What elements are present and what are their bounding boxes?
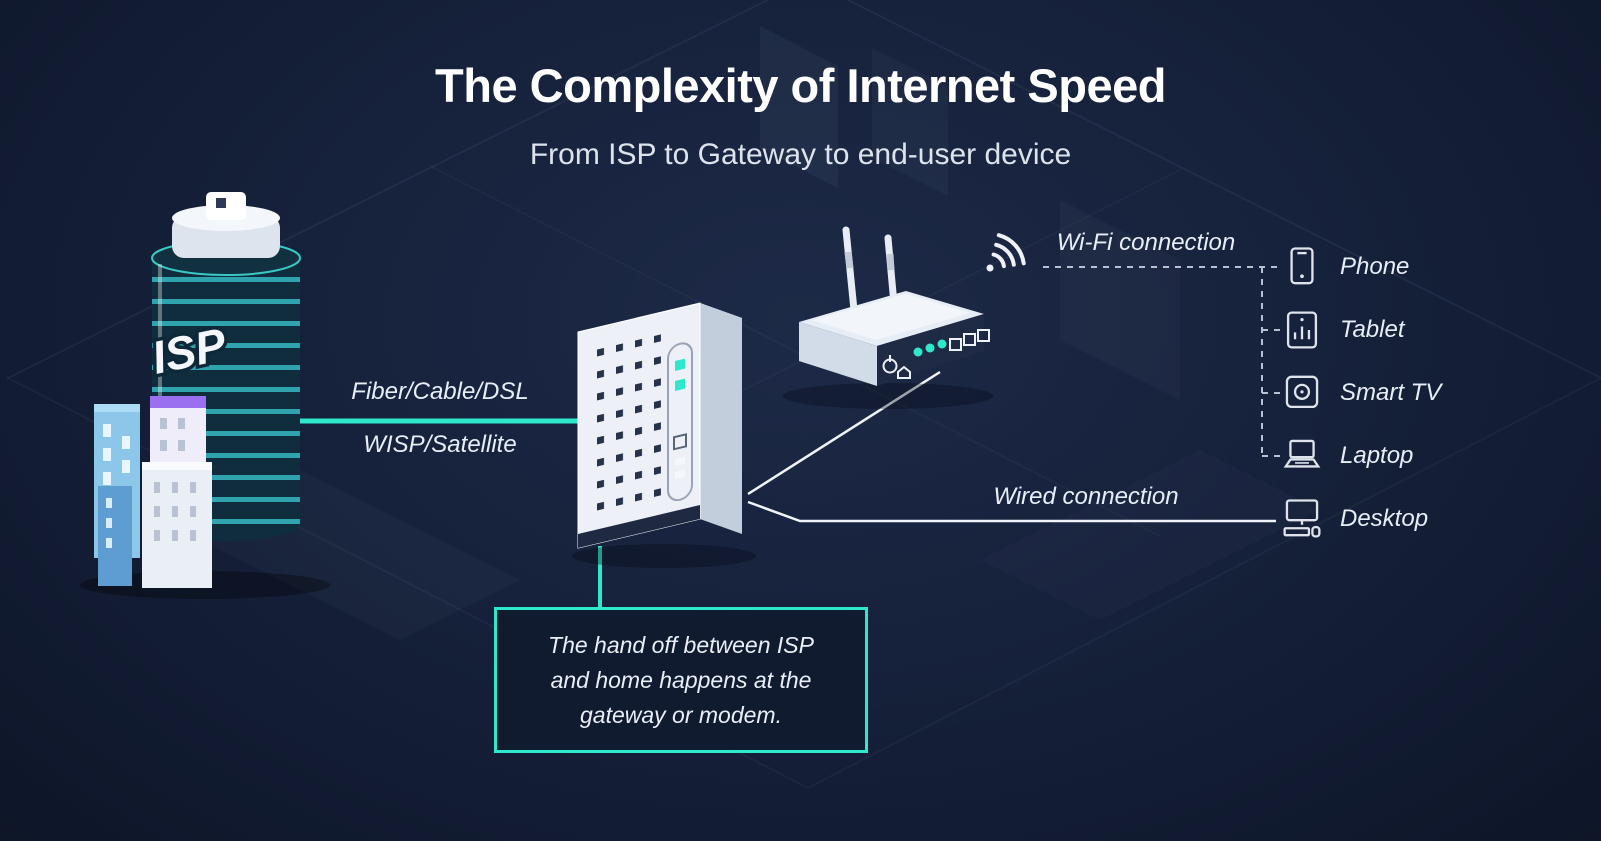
device-row-smart-tv: Smart TV — [1280, 361, 1441, 424]
wired-connection-label: Wired connection — [993, 483, 1179, 510]
smart-tv-icon — [1285, 375, 1319, 408]
phone-icon — [1290, 246, 1314, 284]
modem — [572, 302, 756, 568]
device-row-laptop: Laptop — [1280, 424, 1413, 487]
wifi-dashed-line — [1043, 266, 1280, 457]
wifi-connection-label: Wi-Fi connection — [1056, 229, 1236, 256]
wifi-router — [783, 226, 1026, 409]
callout-line-1: The hand off between ISP — [548, 631, 814, 658]
wifi-signal-icon — [986, 233, 1026, 272]
router-modem-cable — [747, 370, 941, 496]
device-label: Tablet — [1340, 315, 1405, 343]
isp-building: ISP — [80, 192, 330, 599]
callout-line-3: gateway or modem. — [580, 701, 782, 728]
device-row-tablet: Tablet — [1280, 298, 1405, 361]
gateway-callout: The hand off between ISP and home happen… — [494, 607, 868, 753]
router-front-details — [882, 329, 990, 379]
device-label: Phone — [1340, 252, 1410, 280]
page-subtitle: From ISP to Gateway to end-user device — [529, 138, 1072, 171]
device-row-phone: Phone — [1280, 235, 1409, 298]
callout-line-2: and home happens at the — [550, 666, 812, 693]
tablet-icon — [1286, 310, 1318, 349]
laptop-icon — [1283, 439, 1321, 468]
device-label: Desktop — [1340, 504, 1429, 532]
fiber-link-label: Fiber/Cable/DSL — [351, 378, 529, 405]
device-row-desktop: Desktop — [1280, 487, 1428, 550]
page-title: The Complexity of Internet Speed — [435, 59, 1166, 112]
device-label: Smart TV — [1340, 378, 1442, 406]
city-buildings — [94, 396, 212, 588]
desktop-icon — [1283, 498, 1321, 538]
isp-label: ISP — [147, 317, 231, 383]
device-label: Laptop — [1340, 441, 1414, 469]
wisp-link-label: WISP/Satellite — [363, 431, 517, 458]
